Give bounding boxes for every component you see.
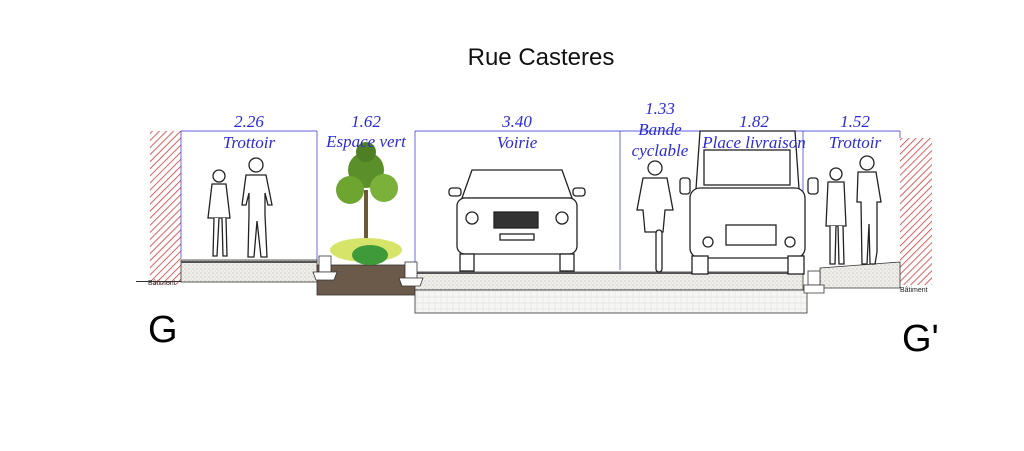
diagram-title: Rue Casteres	[468, 44, 615, 71]
segment-label-sidewalk-right: Trottoir	[829, 133, 882, 152]
pedestrians-left-icon	[207, 157, 273, 258]
segment-label-delivery: Place livraison	[701, 133, 805, 152]
segment-width-green-space: 1.62	[351, 112, 381, 131]
section-marker-end: G'	[902, 318, 939, 360]
ground-layers	[136, 259, 901, 314]
cyclist-icon	[636, 160, 674, 273]
section-marker-start: G	[148, 309, 178, 351]
segment-label-sidewalk-left: Trottoir	[223, 133, 276, 152]
segment-width-sidewalk-right: 1.52	[840, 112, 870, 131]
pedestrians-right-icon	[825, 155, 882, 265]
building-label-right: Bâtiment	[900, 287, 928, 294]
segment-label-road: Voirie	[497, 133, 538, 152]
delivery-van-icon	[679, 130, 819, 275]
segment-labels: 2.26 Trottoir 1.62 Espace vert 3.40 Voir…	[223, 99, 882, 160]
building-label-left: Bâtiment	[148, 280, 176, 287]
building-left-hatch	[150, 131, 181, 285]
tree-icon	[330, 142, 402, 265]
segment-label-bike-lane-2: cyclable	[632, 141, 689, 160]
segment-width-bike-lane: 1.33	[645, 99, 675, 118]
segment-width-road: 3.40	[501, 112, 532, 131]
segment-width-delivery: 1.82	[739, 112, 769, 131]
segment-label-bike-lane-1: Bande	[638, 120, 682, 139]
car-icon	[448, 169, 586, 272]
building-right-hatch	[900, 138, 932, 285]
segment-width-sidewalk-left: 2.26	[234, 112, 264, 131]
curbs	[312, 255, 825, 294]
segment-label-green-space: Espace vert	[325, 132, 407, 151]
